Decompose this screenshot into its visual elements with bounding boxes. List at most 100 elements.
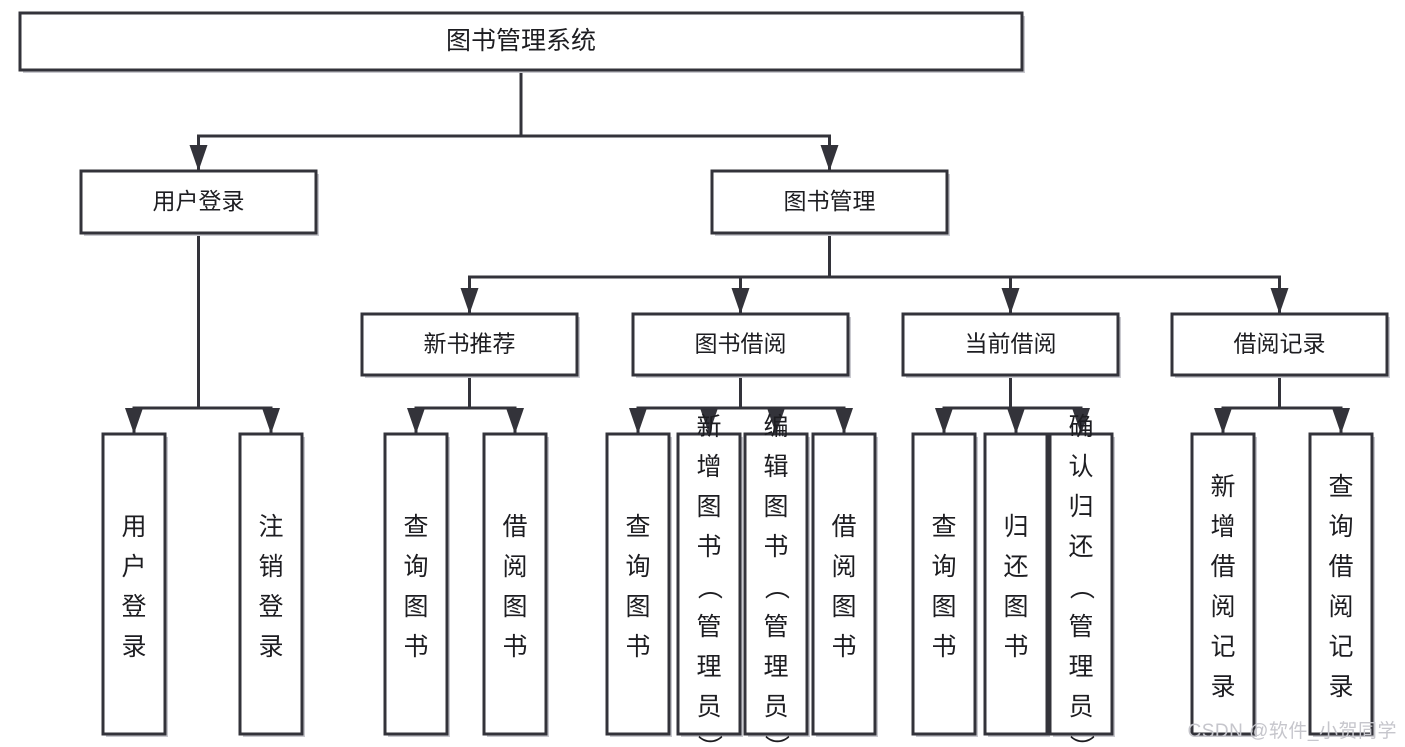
node-label-char: 书 bbox=[625, 633, 650, 661]
node-label-char: 编 bbox=[763, 413, 788, 441]
node-label-char: 图 bbox=[1003, 593, 1028, 621]
node-label-char: 阅 bbox=[831, 553, 856, 581]
node-label-char: 借 bbox=[831, 513, 856, 541]
node-root[interactable]: 图书管理系统 bbox=[18, 11, 1025, 73]
node-label-char: 书 bbox=[763, 533, 788, 561]
node-label-char: 认 bbox=[1068, 453, 1093, 481]
node-label-char: 查 bbox=[625, 513, 650, 541]
node-label-char: 录 bbox=[258, 633, 283, 661]
node-label-char: 录 bbox=[1210, 673, 1235, 701]
node-label: 图书管理 bbox=[784, 188, 876, 214]
node-label-char: 询 bbox=[931, 553, 956, 581]
node-user-login[interactable]: 用户登录 bbox=[79, 169, 319, 236]
node-label-char: 书 bbox=[831, 633, 856, 661]
node-label-char: 增 bbox=[1210, 513, 1235, 541]
node-book-borrow[interactable]: 图书借阅 bbox=[631, 312, 851, 378]
node-label-char: 新 bbox=[1210, 473, 1235, 501]
node-label-char: 阅 bbox=[502, 553, 527, 581]
node-label-char: （ bbox=[762, 575, 790, 600]
node-label-char: 图 bbox=[502, 593, 527, 621]
node-current-borrow[interactable]: 当前借阅 bbox=[901, 312, 1121, 378]
node-label-char: 查 bbox=[403, 513, 428, 541]
node-label-char: 用 bbox=[121, 513, 146, 541]
node-label-char: 记 bbox=[1328, 633, 1353, 661]
node-label-char: 员 bbox=[763, 693, 788, 721]
node-label-char: 书 bbox=[931, 633, 956, 661]
node-label-char: 新 bbox=[696, 413, 721, 441]
node-label-char: 理 bbox=[1068, 653, 1093, 681]
node-label-char: 管 bbox=[696, 613, 721, 641]
node-label-char: 阅 bbox=[1328, 593, 1353, 621]
node-label-char: 记 bbox=[1210, 633, 1235, 661]
node-label-char: 查 bbox=[931, 513, 956, 541]
edges-layer bbox=[125, 68, 1350, 436]
node-label-char: 理 bbox=[696, 653, 721, 681]
node-new-book-recommend[interactable]: 新书推荐 bbox=[360, 312, 580, 378]
node-label-char: 录 bbox=[121, 633, 146, 661]
node-label-char: ） bbox=[695, 735, 723, 747]
node-label-char: 管 bbox=[763, 613, 788, 641]
node-label-char: 图 bbox=[696, 493, 721, 521]
node-label-char: 销 bbox=[258, 553, 283, 581]
node-label-char: （ bbox=[695, 575, 723, 600]
node-label-char: 管 bbox=[1068, 613, 1093, 641]
node-label: 新书推荐 bbox=[424, 331, 516, 357]
node-label-char: ） bbox=[762, 735, 790, 747]
node-label-char: 询 bbox=[1328, 513, 1353, 541]
watermark-label: CSDN @软件_小贺同学 bbox=[1187, 721, 1397, 742]
node-label-char: 确 bbox=[1068, 413, 1093, 441]
node-label-char: 图 bbox=[831, 593, 856, 621]
node-label: 借阅记录 bbox=[1234, 331, 1326, 357]
node-label-char: 图 bbox=[403, 593, 428, 621]
node-label-char: 增 bbox=[696, 453, 721, 481]
node-label-char: 还 bbox=[1068, 533, 1093, 561]
node-label-char: 借 bbox=[502, 513, 527, 541]
node-label: 图书借阅 bbox=[695, 331, 787, 357]
node-label-char: 登 bbox=[121, 593, 146, 621]
node-label-char: 查 bbox=[1328, 473, 1353, 501]
node-label-char: 注 bbox=[258, 513, 283, 541]
node-label-char: 书 bbox=[696, 533, 721, 561]
node-label-char: 户 bbox=[121, 553, 146, 581]
node-label: 当前借阅 bbox=[965, 331, 1057, 357]
node-book-manage[interactable]: 图书管理 bbox=[710, 169, 950, 236]
node-label-char: 登 bbox=[258, 593, 283, 621]
node-label-char: 员 bbox=[1068, 693, 1093, 721]
node-label-char: 归 bbox=[1068, 493, 1093, 521]
nodes-layer: 图书管理系统用户登录图书管理新书推荐图书借阅当前借阅借阅记录用户登录注销登录查询… bbox=[18, 11, 1390, 747]
node-label-char: 询 bbox=[625, 553, 650, 581]
node-label-char: 录 bbox=[1328, 673, 1353, 701]
node-label-char: 图 bbox=[625, 593, 650, 621]
node-label-char: 归 bbox=[1003, 513, 1028, 541]
node-label-char: 辑 bbox=[763, 453, 788, 481]
node-label-char: 理 bbox=[763, 653, 788, 681]
node-label: 图书管理系统 bbox=[446, 27, 596, 55]
node-label: 用户登录 bbox=[153, 188, 245, 214]
node-label-char: ） bbox=[1067, 735, 1095, 747]
node-label-char: 书 bbox=[502, 633, 527, 661]
node-label-char: 借 bbox=[1210, 553, 1235, 581]
node-label-char: （ bbox=[1067, 575, 1095, 600]
node-label-char: 询 bbox=[403, 553, 428, 581]
node-label-char: 员 bbox=[696, 693, 721, 721]
node-label-char: 书 bbox=[403, 633, 428, 661]
node-label-char: 图 bbox=[931, 593, 956, 621]
node-label-char: 图 bbox=[763, 493, 788, 521]
node-leaf-user-login[interactable]: 用户登录 bbox=[101, 432, 168, 737]
node-label-char: 借 bbox=[1328, 553, 1353, 581]
node-borrow-record[interactable]: 借阅记录 bbox=[1170, 312, 1390, 378]
